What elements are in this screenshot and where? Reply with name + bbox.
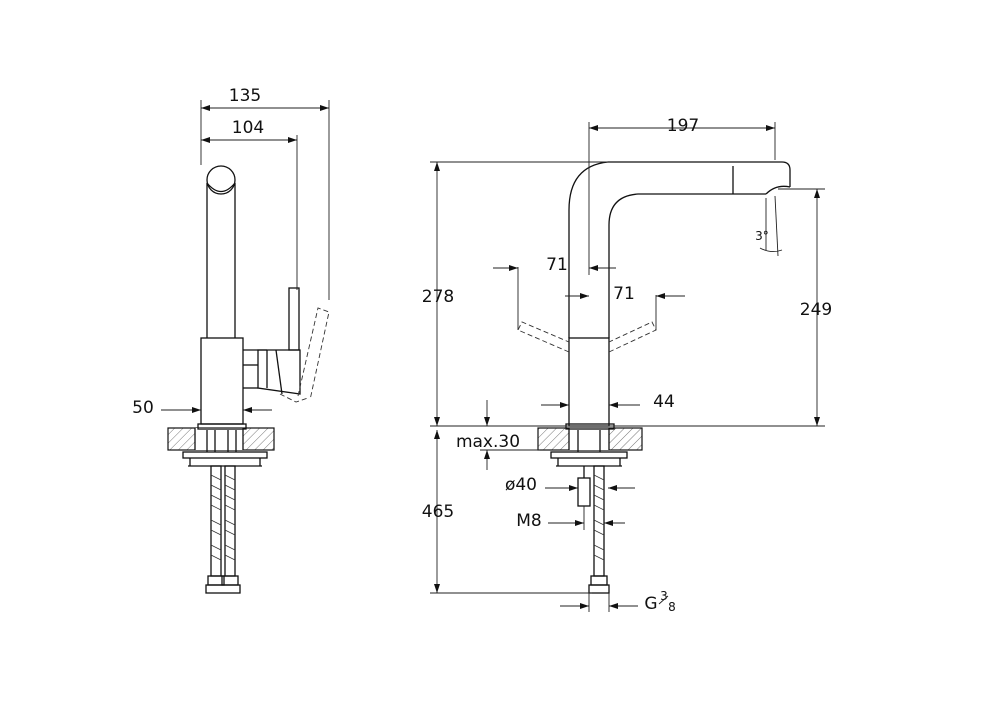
dim-50-label: 50 (132, 398, 154, 418)
side-hoses (205, 465, 241, 594)
side-view: 135 104 50 (132, 86, 330, 594)
front-counter (537, 423, 643, 467)
dim-max30-label: max.30 (456, 432, 520, 452)
dim-m8-label: M8 (516, 511, 541, 531)
dim-44-label: 44 (653, 392, 675, 412)
side-counter (167, 423, 275, 467)
side-dimensions (161, 100, 330, 413)
side-lever (279, 287, 330, 403)
dim-angle-label: 3° (755, 229, 769, 243)
dim-278-label: 278 (422, 287, 454, 307)
dim-71-right-label: 71 (613, 284, 635, 304)
front-body (517, 321, 657, 427)
dim-249-label: 249 (800, 300, 832, 320)
dim-71-left-label: 71 (546, 255, 568, 275)
side-spout (206, 165, 236, 338)
connection-num: 3 (660, 589, 668, 603)
dim-o40-label: ø40 (505, 475, 537, 495)
dim-197-label: 197 (667, 116, 699, 136)
connection-g: G (644, 594, 657, 614)
connection-den: 8 (668, 600, 676, 614)
dim-g38-label: G 3 8 (644, 589, 675, 614)
dim-465-label: 465 (422, 502, 454, 522)
front-hose (577, 465, 610, 594)
dim-135-label: 135 (229, 86, 261, 106)
dim-104-label: 104 (232, 118, 264, 138)
front-view: 197 278 249 71 71 44 max.30 ø40 M8 465 3… (422, 116, 832, 614)
front-spout (568, 161, 791, 338)
front-dimensions (430, 122, 825, 612)
